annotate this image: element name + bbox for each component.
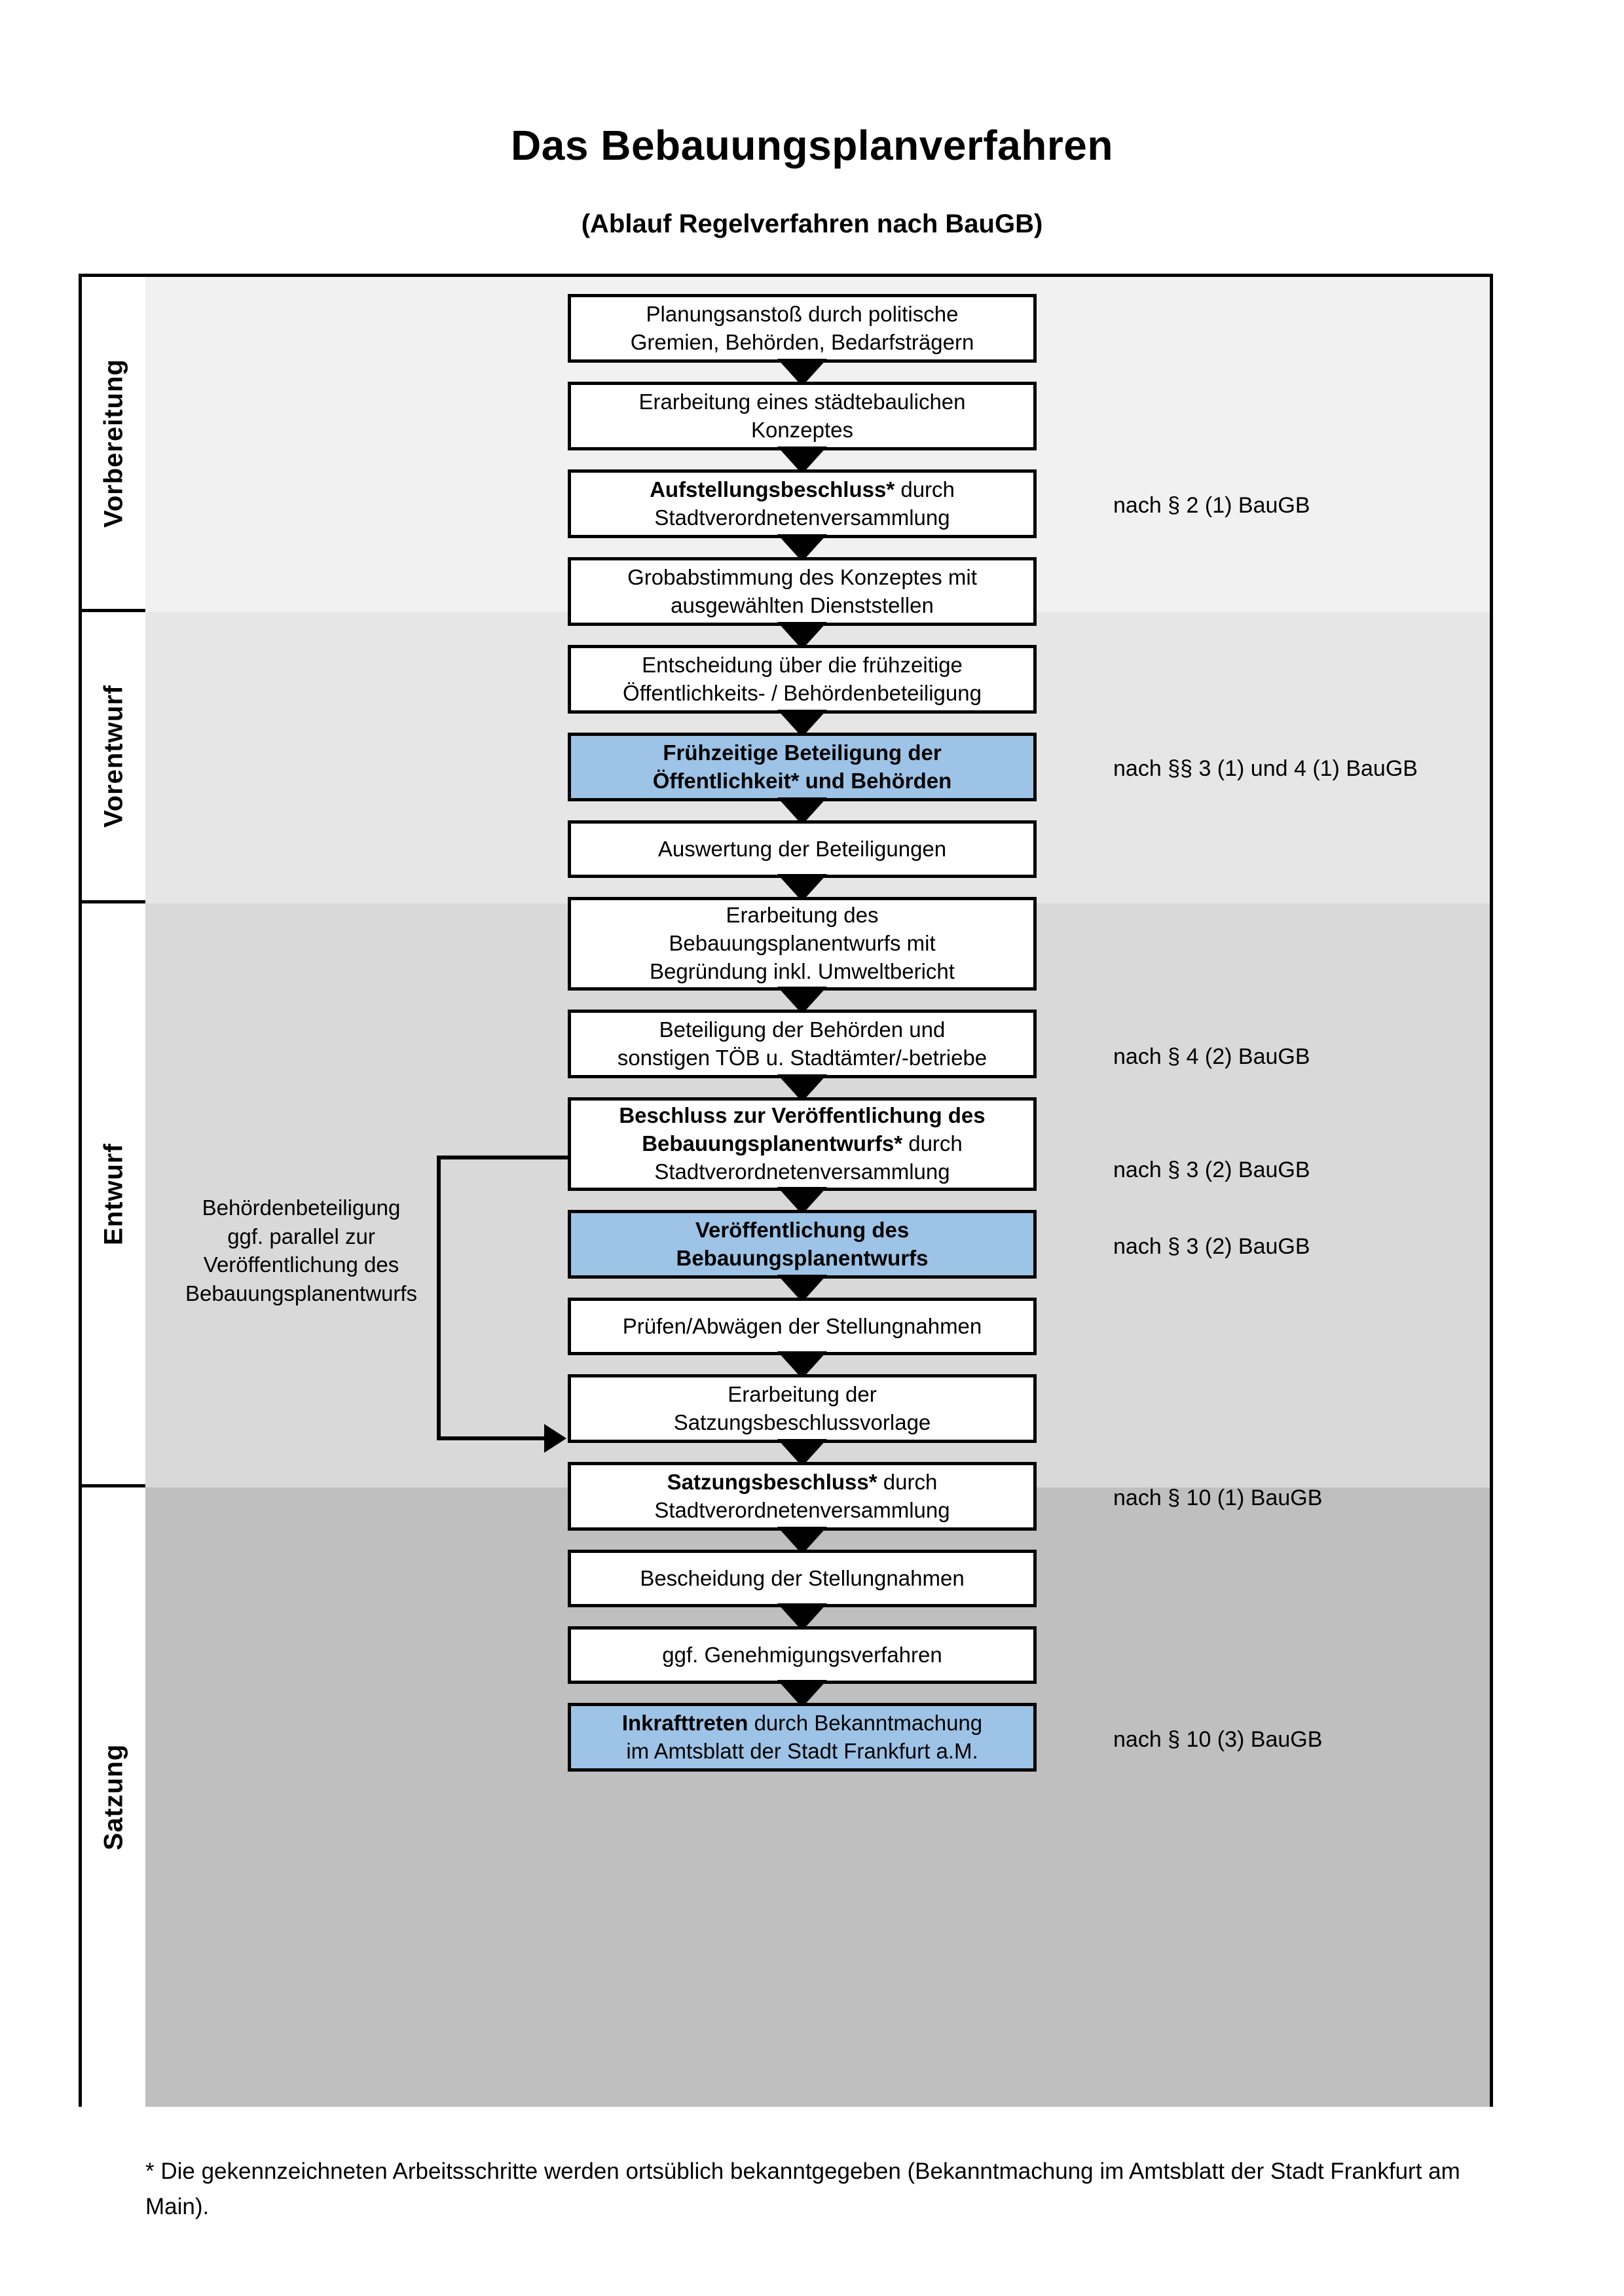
phase-label-vorentwurf: Vorentwurf [99, 684, 128, 828]
step-s3-line-2: Stadtverordnetenversammlung [654, 505, 950, 530]
bypass-connector-horizontal-bottom [437, 1436, 548, 1440]
step-s2-line-2: Konzeptes [751, 417, 853, 442]
step-box-planungsanstoss[interactable]: Planungsanstoß durch politische Gremien,… [568, 294, 1037, 363]
page-subtitle: (Ablauf Regelverfahren nach BauGB) [581, 210, 1043, 238]
step-s5-line-2: Öffentlichkeits- / Behördenbeteiligung [623, 680, 982, 705]
step-s5-line-1: Entscheidung über die frühzeitige [642, 652, 963, 677]
step-s4-line-2: ausgewählten Dienststellen [671, 592, 934, 617]
phase-label-cell-entwurf: Entwurf [82, 903, 145, 1487]
step-s14-line-2: Stadtverordnetenversammlung [654, 1497, 950, 1522]
step-s12-line-1: Prüfen/Abwägen der Stellungnahmen [622, 1313, 982, 1338]
phase-label-entwurf: Entwurf [99, 1142, 128, 1245]
legal-ref-paragraph-10-1: nach § 10 (1) BauGB [1113, 1485, 1323, 1510]
step-s11-line-1: Veröffentlichung des [695, 1217, 910, 1242]
step-s10-line-2-rest: durch [902, 1131, 963, 1156]
step-s17-line-2: im Amtsblatt der Stadt Frankfurt a.M. [626, 1738, 978, 1763]
step-box-staedtebauliches-konzept[interactable]: Erarbeitung eines städtebaulichen Konzep… [568, 382, 1037, 450]
bypass-connector-vertical [437, 1156, 441, 1440]
legal-ref-paragraph-3-2-veroeffentlichung: nach § 3 (2) BauGB [1113, 1234, 1310, 1259]
step-box-fruehzeitige-beteiligung[interactable]: Frühzeitige Beteiligung der Öffentlichke… [568, 733, 1037, 801]
step-box-erarbeitung-satzungsbeschlussvorlage[interactable]: Erarbeitung der Satzungsbeschlussvorlage [568, 1374, 1037, 1443]
step-s10-line-3: Stadtverordnetenversammlung [654, 1159, 950, 1184]
legal-ref-paragraph-10-3: nach § 10 (3) BauGB [1113, 1727, 1323, 1752]
step-s10-line-1: Beschluss zur Veröffentlichung des [619, 1103, 986, 1128]
step-s15-line-1: Bescheidung der Stellungnahmen [640, 1565, 965, 1590]
annotation-line-2: ggf. parallel zur [227, 1224, 375, 1248]
annotation-line-1: Behördenbeteiligung [202, 1195, 401, 1220]
phase-label-cell-vorentwurf: Vorentwurf [82, 612, 145, 903]
step-box-bescheidung-stellungnahmen[interactable]: Bescheidung der Stellungnahmen [568, 1550, 1037, 1607]
step-box-veroeffentlichung-bebauungsplanentwurf[interactable]: Veröffentlichung des Bebauungsplanentwur… [568, 1210, 1037, 1279]
step-s14-line-1-rest: durch [883, 1469, 938, 1494]
step-s3-line-1-bold: Aufstellungsbeschluss* [650, 477, 895, 501]
page-title: Das Bebauungsplanverfahren [511, 122, 1113, 169]
step-box-entscheidung-fruehzeitige-beteiligung[interactable]: Entscheidung über die frühzeitige Öffent… [568, 645, 1037, 714]
step-s9-line-1: Beteiligung der Behörden und [659, 1017, 946, 1042]
flowchart-frame: Vorbereitung Vorentwurf Entwurf Satzung … [79, 274, 1493, 2107]
step-s4-line-1: Grobabstimmung des Konzeptes mit [627, 564, 977, 589]
step-s7-line-1: Auswertung der Beteiligungen [657, 836, 947, 861]
step-s8-line-2: Bebauungsplanentwurfs mit [669, 931, 936, 956]
step-s13-line-2: Satzungsbeschlussvorlage [673, 1410, 931, 1434]
annotation-line-4: Bebauungsplanentwurfs [185, 1281, 418, 1305]
step-box-beschluss-veroeffentlichung[interactable]: Beschluss zur Veröffentlichung des Bebau… [568, 1097, 1037, 1191]
legal-ref-paragraph-4-2: nach § 4 (2) BauGB [1113, 1044, 1310, 1069]
step-box-inkrafttreten[interactable]: Inkrafttreten durch Bekanntmachung im Am… [568, 1703, 1037, 1772]
legal-ref-paragraph-3-1-4-1: nach §§ 3 (1) und 4 (1) BauGB [1113, 756, 1418, 781]
step-box-pruefen-abwaegen[interactable]: Prüfen/Abwägen der Stellungnahmen [568, 1298, 1037, 1355]
step-box-aufstellungsbeschluss[interactable]: Aufstellungsbeschluss* durch Stadtverord… [568, 469, 1037, 538]
step-s3-line-1-rest: durch [900, 477, 955, 501]
bypass-connector-arrowhead-icon [544, 1424, 566, 1453]
step-s2-line-1: Erarbeitung eines städtebaulichen [638, 389, 966, 414]
phase-label-cell-vorbereitung: Vorbereitung [82, 277, 145, 612]
step-s16-line-1: ggf. Genehmigungsverfahren [662, 1642, 942, 1667]
step-box-grobabstimmung[interactable]: Grobabstimmung des Konzeptes mit ausgewä… [568, 557, 1037, 626]
step-box-satzungsbeschluss[interactable]: Satzungsbeschluss* durch Stadtverordnete… [568, 1462, 1037, 1531]
step-s8-line-1: Erarbeitung des [726, 903, 879, 928]
footnote-text: * Die gekennzeichneten Arbeitsschritte w… [145, 2159, 1460, 2220]
bypass-connector-horizontal-top [437, 1156, 571, 1159]
step-s10-line-2-bold: Bebauungsplanentwurfs* [642, 1131, 903, 1156]
phase-label-cell-satzung: Satzung [82, 1487, 145, 2107]
step-s11-line-2: Bebauungsplanentwurfs [676, 1245, 929, 1270]
step-s8-line-3: Begründung inkl. Umweltbericht [650, 958, 955, 983]
step-s6-line-1: Frühzeitige Beteiligung der [663, 740, 942, 765]
legal-ref-paragraph-2-1: nach § 2 (1) BauGB [1113, 493, 1310, 518]
step-s9-line-2: sonstigen TÖB u. Stadtämter/-betriebe [617, 1045, 987, 1070]
step-box-auswertung-beteiligungen[interactable]: Auswertung der Beteiligungen [568, 820, 1037, 878]
step-s1-line-1: Planungsanstoß durch politische [646, 301, 959, 326]
phase-label-satzung: Satzung [99, 1743, 128, 1851]
legal-ref-paragraph-3-2-beschluss: nach § 3 (2) BauGB [1113, 1157, 1310, 1182]
step-box-beteiligung-behoerden-toeb[interactable]: Beteiligung der Behörden und sonstigen T… [568, 1010, 1037, 1078]
annotation-line-3: Veröffentlichung des [203, 1252, 399, 1277]
step-s17-line-1-bold: Inkrafttreten [621, 1710, 748, 1735]
step-s14-line-1-bold: Satzungsbeschluss* [667, 1469, 877, 1494]
step-s6-line-2: Öffentlichkeit* und Behörden [652, 768, 952, 793]
step-box-genehmigungsverfahren[interactable]: ggf. Genehmigungsverfahren [568, 1626, 1037, 1684]
phase-label-vorbereitung: Vorbereitung [99, 358, 128, 528]
step-s1-line-2: Gremien, Behörden, Bedarfsträgern [630, 329, 974, 354]
step-s17-line-1-rest: durch Bekanntmachung [748, 1710, 983, 1735]
step-s13-line-1: Erarbeitung der [728, 1381, 877, 1406]
annotation-behoerdenbeteiligung: Behördenbeteiligung ggf. parallel zur Ve… [160, 1194, 442, 1307]
step-box-erarbeitung-bebauungsplanentwurf[interactable]: Erarbeitung des Bebauungsplanentwurfs mi… [568, 897, 1037, 991]
